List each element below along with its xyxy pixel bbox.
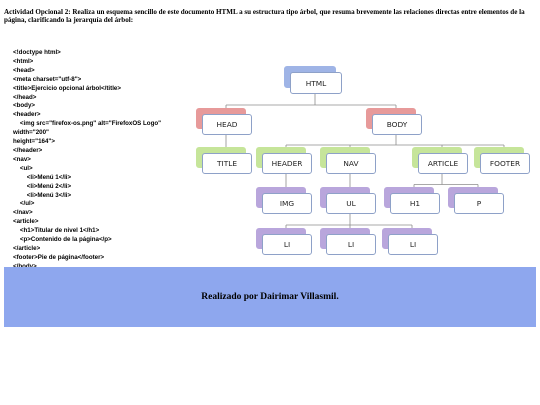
credit-text: Realizado por Dairimar Villasmil. [201, 292, 339, 302]
code-line: <li>Menú 2</li> [13, 182, 72, 190]
code-line: </header> [13, 146, 43, 154]
code-line: </head> [13, 93, 37, 101]
tree-node-p: P [454, 193, 504, 214]
tree-node-body: BODY [372, 114, 422, 135]
code-line: height="164"> [13, 138, 55, 146]
tree-node-li1: LI [262, 234, 312, 255]
tree-node-title: TITLE [202, 153, 252, 174]
code-line: <body> [13, 102, 36, 110]
code-line: <meta charset="utf-8"> [13, 75, 82, 83]
code-line: </ul> [13, 200, 35, 208]
tree-node-li2: LI [326, 234, 376, 255]
tree-node-article: ARTICLE [418, 153, 468, 174]
html-code-listing: <!doctype html><html><head><meta charset… [13, 49, 193, 281]
activity-heading: Actividad Opcional 2: Realiza un esquema… [4, 8, 525, 25]
code-line: <ul> [13, 164, 33, 172]
code-line: <!doctype html> [13, 49, 61, 56]
code-line: </body> [13, 263, 193, 272]
code-line: <header> [13, 111, 41, 119]
tree-node-html: HTML [290, 72, 342, 94]
tree-node-ul: UL [326, 193, 376, 214]
code-line: width="200" [13, 129, 49, 137]
tree-node-nav: NAV [326, 153, 376, 174]
code-line: <title>Ejercicio opcional árbol</title> [13, 84, 121, 92]
code-line: <head> [13, 66, 35, 74]
code-line: <nav> [13, 155, 31, 163]
tree-node-li3: LI [388, 234, 438, 255]
code-line: <p>Contenido de la página</p> [13, 236, 112, 244]
code-line: <li>Menú 3</li> [13, 191, 72, 199]
code-line: <footer>Pie de página</footer> [13, 253, 105, 261]
code-line: <article> [13, 218, 39, 226]
code-line: <li>Menú 1</li> [13, 173, 72, 181]
code-line: </article> [13, 244, 41, 252]
code-line: <html> [13, 57, 34, 65]
code-line: <img src="firefox-os.png" alt="FirefoxOS… [13, 120, 162, 128]
code-line: <h1>Titular de nivel 1</h1> [13, 227, 100, 235]
tree-node-h1: H1 [390, 193, 440, 214]
tree-node-img: IMG [262, 193, 312, 214]
tree-node-footer: FOOTER [480, 153, 530, 174]
credit-banner: Realizado por Dairimar Villasmil. [4, 267, 536, 327]
code-line: </nav> [13, 209, 33, 217]
tree-node-header: HEADER [262, 153, 312, 174]
tree-node-head: HEAD [202, 114, 252, 135]
